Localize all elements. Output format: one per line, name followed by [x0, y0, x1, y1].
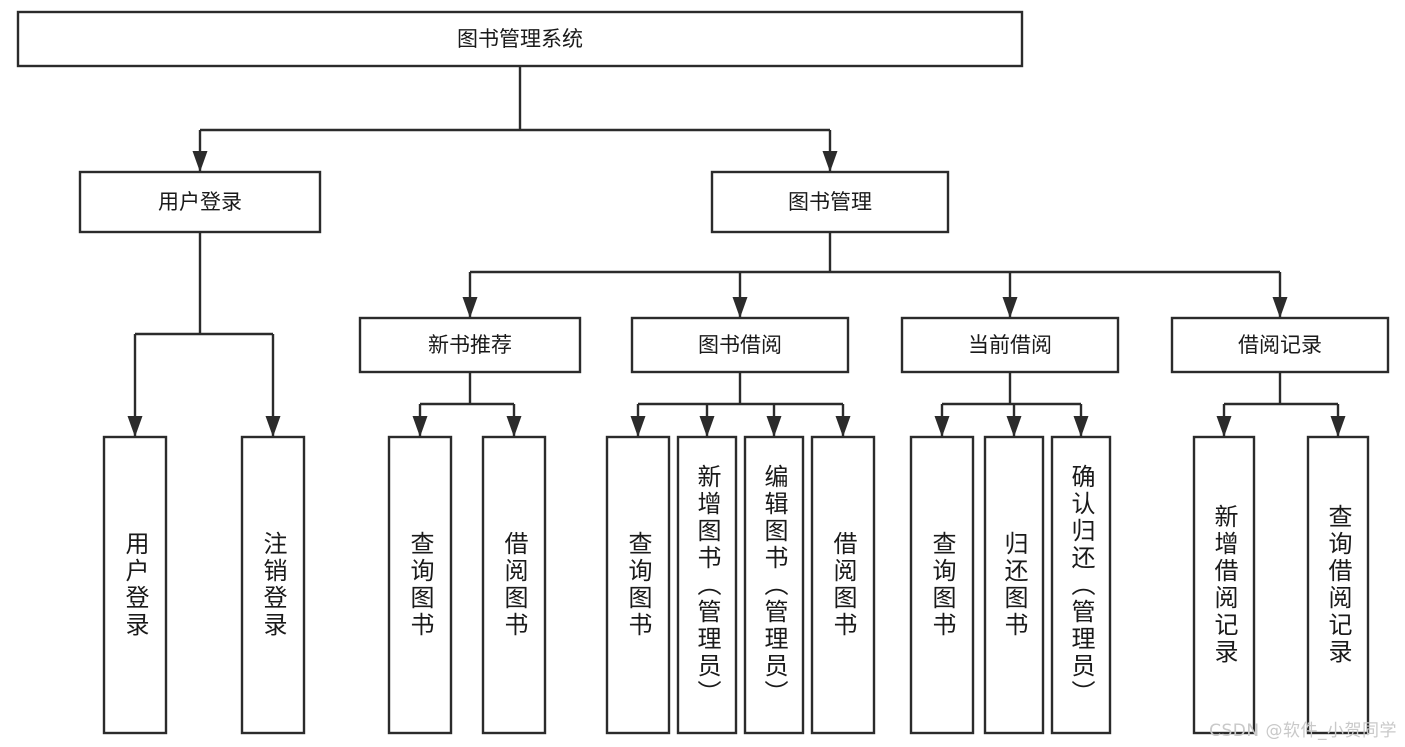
arrowhead-mgmt-to-level3-0	[462, 297, 478, 318]
node-level2-label-0: 用户登录	[158, 190, 242, 214]
node-leaf-box-2[interactable]	[387, 435, 453, 735]
arrowhead-mgmt-to-level3-2	[1002, 297, 1018, 318]
connector-layer	[127, 66, 1346, 437]
node-level3-label-1: 图书借阅	[698, 333, 782, 357]
node-leaf-box-8[interactable]	[909, 435, 975, 735]
arrowhead-mgmt-to-level3-3	[1272, 297, 1288, 318]
arrowhead-borrow-to-leaf-3	[835, 416, 851, 437]
node-level2-box-1[interactable]	[710, 170, 950, 234]
arrowhead-login-to-leaf-1	[265, 416, 281, 437]
node-level3-box-3[interactable]	[1170, 316, 1390, 374]
arrowhead-newbook-to-leaf-1	[506, 416, 522, 437]
arrowhead-records-to-leaf-0	[1216, 416, 1232, 437]
node-leaf-box-5[interactable]	[676, 435, 738, 735]
node-level2-box-0[interactable]	[78, 170, 322, 234]
node-level3-label-0: 新书推荐	[428, 333, 512, 357]
node-level2-label-1: 图书管理	[788, 190, 872, 214]
node-leaf-box-0[interactable]	[102, 435, 168, 735]
watermark: CSDN @软件_小贺同学	[1209, 721, 1397, 741]
arrowhead-current-to-leaf-1	[1006, 416, 1022, 437]
arrowhead-mgmt-to-level3-1	[732, 297, 748, 318]
box-layer	[16, 10, 1390, 735]
arrowhead-newbook-to-leaf-0	[412, 416, 428, 437]
arrowhead-borrow-to-leaf-1	[699, 416, 715, 437]
node-leaf-box-10[interactable]	[1050, 435, 1112, 735]
node-leaf-box-12[interactable]	[1306, 435, 1370, 735]
arrowhead-root-to-level2-1	[822, 151, 838, 172]
arrowhead-records-to-leaf-1	[1330, 416, 1346, 437]
node-leaf-box-6[interactable]	[743, 435, 805, 735]
node-root-label: 图书管理系统	[457, 27, 583, 51]
node-leaf-box-9[interactable]	[983, 435, 1045, 735]
arrowhead-current-to-leaf-0	[934, 416, 950, 437]
node-leaf-box-11[interactable]	[1192, 435, 1256, 735]
node-level3-box-1[interactable]	[630, 316, 850, 374]
node-level3-label-3: 借阅记录	[1238, 333, 1322, 357]
node-leaf-box-1[interactable]	[240, 435, 306, 735]
node-level3-box-0[interactable]	[358, 316, 582, 374]
arrowhead-root-to-level2-0	[192, 151, 208, 172]
node-level3-label-2: 当前借阅	[968, 333, 1052, 357]
arrowhead-borrow-to-leaf-2	[766, 416, 782, 437]
node-leaf-box-7[interactable]	[810, 435, 876, 735]
node-leaf-box-4[interactable]	[605, 435, 671, 735]
node-root-box[interactable]	[16, 10, 1024, 68]
node-leaf-box-3[interactable]	[481, 435, 547, 735]
node-level3-box-2[interactable]	[900, 316, 1120, 374]
arrowhead-login-to-leaf-0	[127, 416, 143, 437]
arrowhead-borrow-to-leaf-0	[630, 416, 646, 437]
arrowhead-current-to-leaf-2	[1073, 416, 1089, 437]
